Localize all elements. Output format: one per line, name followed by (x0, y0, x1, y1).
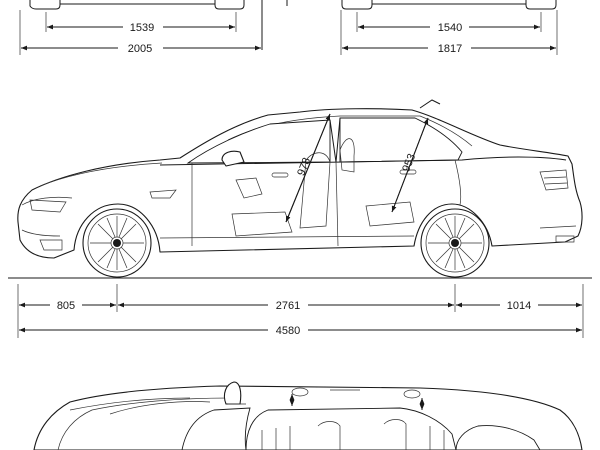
top-view-roof (245, 407, 457, 450)
front-wheel (82, 208, 152, 278)
rear-width-label: 1817 (438, 43, 462, 55)
front-seat-cushion (231, 211, 293, 237)
front-track-label: 1539 (130, 22, 154, 34)
top-view (33, 381, 583, 450)
rear-left-wheel (341, 0, 373, 10)
top-view-rear-window (455, 425, 541, 450)
side-mirror (221, 150, 245, 167)
rear-overhang-label: 1014 (507, 300, 531, 312)
side-gill (149, 189, 177, 199)
wheelbase-label: 2761 (276, 300, 300, 312)
headlight (21, 196, 73, 206)
length-dimensions: 805 2761 1014 4580 (17, 284, 584, 338)
front-width-label: 2005 (128, 43, 152, 55)
tail-light (539, 169, 569, 191)
front-overhang-label: 805 (57, 300, 75, 312)
exhaust (555, 235, 575, 243)
top-view-windshield (181, 407, 251, 450)
track-views: 1539 2005 1540 1817 (19, 0, 558, 55)
front-air-intake (39, 239, 63, 251)
front-door-handle (271, 172, 289, 178)
steering-wheel (235, 177, 263, 199)
front-right-wheel (214, 0, 245, 10)
front-left-wheel (29, 0, 61, 10)
wheel-hub-logo (451, 239, 459, 247)
top-view-mirror (223, 381, 242, 405)
front-seat-back (299, 152, 331, 229)
rear-side-window (339, 117, 463, 163)
wheel-hub-logo (113, 239, 121, 247)
rear-track-label: 1540 (438, 22, 462, 34)
rear-wheel (420, 208, 490, 278)
side-view: 978 953 (8, 99, 592, 279)
roof-antenna (419, 99, 441, 109)
front-side-window (186, 119, 331, 164)
overall-length-label: 4580 (276, 325, 300, 337)
rear-right-wheel (525, 0, 557, 10)
